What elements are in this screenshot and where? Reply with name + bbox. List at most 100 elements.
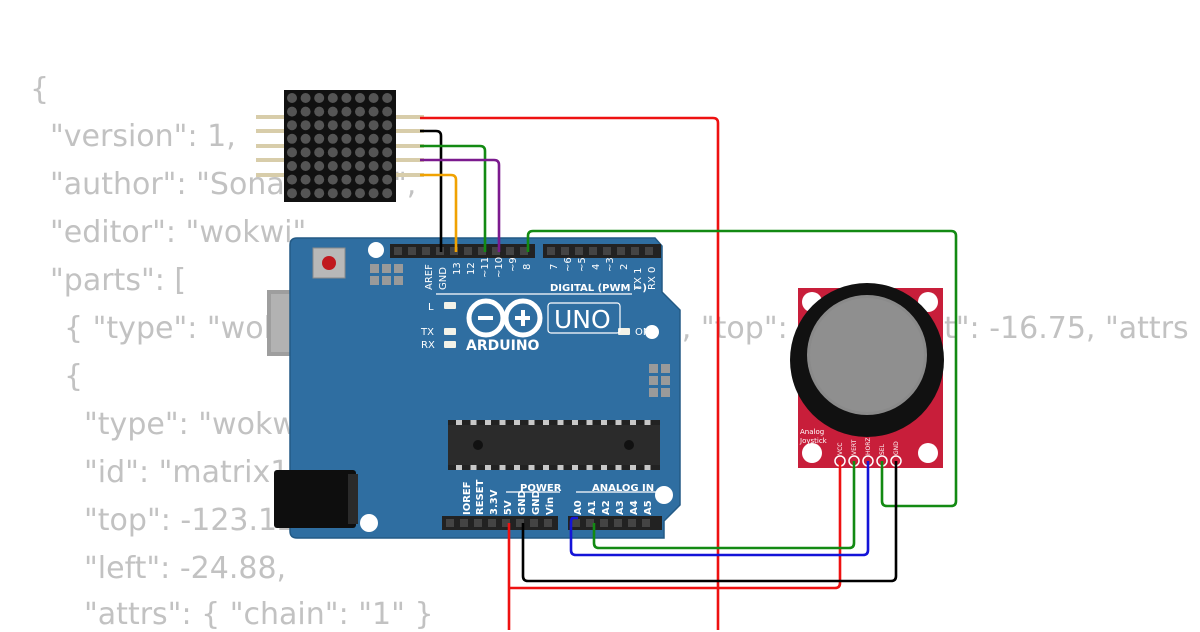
- matrix-led: [382, 188, 393, 199]
- matrix-led: [314, 93, 325, 103]
- icsp-pin: [382, 276, 391, 285]
- matrix-leds: [287, 93, 393, 199]
- pin-label: 8: [522, 264, 533, 270]
- pin-hole[interactable]: [474, 519, 482, 527]
- pin-hole[interactable]: [478, 247, 486, 255]
- matrix-led: [287, 161, 297, 171]
- matrix-led: [314, 120, 325, 131]
- pin-label: 12: [466, 262, 477, 275]
- matrix-body: [284, 90, 396, 202]
- arduino-uno[interactable]: AREF GND 13 12 ~11 ~10 ~9 8 7 ~6 ~5 4 ~3…: [267, 237, 681, 539]
- led-matrix[interactable]: [256, 90, 424, 202]
- pin-label: A5: [643, 500, 654, 515]
- chip-leg: [557, 420, 564, 426]
- wire-red-joystick-vcc[interactable]: [509, 461, 842, 590]
- pin-hole[interactable]: [631, 247, 639, 255]
- wire-green-matrix-din[interactable]: [420, 144, 487, 252]
- matrix-led: [314, 174, 325, 185]
- matrix-right-pins: [394, 115, 424, 177]
- power-pin-labels: IOREF RESET 3.3V 5V GND GND Vin: [462, 479, 556, 515]
- pin-hole[interactable]: [446, 519, 454, 527]
- pin-label: ~10: [494, 257, 505, 278]
- matrix-led: [327, 161, 338, 171]
- pin-hole[interactable]: [628, 519, 636, 527]
- reset-button-cap[interactable]: [322, 256, 336, 270]
- matrix-led: [287, 93, 297, 103]
- pin-hole[interactable]: [520, 247, 528, 255]
- pin-hole[interactable]: [561, 247, 569, 255]
- wire-black-matrix-gnd[interactable]: [420, 129, 443, 252]
- matrix-led: [355, 106, 365, 117]
- pin-hole[interactable]: [488, 519, 496, 527]
- pin-hole[interactable]: [544, 519, 552, 527]
- pin-label: VERT: [851, 439, 858, 455]
- matrix-led: [300, 174, 311, 185]
- wire-orange-matrix-clk[interactable]: [420, 173, 458, 252]
- arduino-brand: ARDUINO: [466, 338, 540, 354]
- chip-leg: [456, 464, 462, 470]
- pin-hole[interactable]: [617, 247, 625, 255]
- icsp-pin: [394, 276, 403, 285]
- pin-hole[interactable]: [600, 519, 608, 527]
- wire-black-joystick-gnd[interactable]: [521, 461, 898, 583]
- pin-label: SEL: [879, 443, 886, 455]
- chip-leg: [543, 464, 549, 470]
- pin-hole[interactable]: [572, 519, 580, 527]
- matrix-led: [341, 161, 352, 171]
- pin-hole[interactable]: [464, 247, 472, 255]
- pin-hole[interactable]: [589, 247, 597, 255]
- power-jack-edge: [348, 474, 358, 524]
- pin-label: ~5: [577, 257, 588, 272]
- pin-label: GND: [438, 267, 449, 290]
- pin-hole[interactable]: [614, 519, 622, 527]
- icsp-pin: [649, 376, 658, 385]
- led-rx: [444, 341, 456, 348]
- pin-label: GND: [517, 490, 528, 515]
- pin-hole[interactable]: [586, 519, 594, 527]
- pin-hole[interactable]: [575, 247, 583, 255]
- pin-hole[interactable]: [506, 247, 514, 255]
- matrix-led: [368, 133, 379, 144]
- matrix-led: [287, 174, 297, 185]
- wire-red-matrix-vcc[interactable]: [420, 116, 720, 630]
- pin-label: VCC: [837, 443, 844, 455]
- pin-hole[interactable]: [408, 247, 416, 255]
- joystick-knob-face[interactable]: [810, 298, 924, 412]
- joystick-label: Joystick: [799, 437, 828, 445]
- matrix-led: [341, 188, 352, 199]
- pin-label: A4: [629, 500, 640, 515]
- pin-hole[interactable]: [530, 519, 538, 527]
- pin-label: ~11: [480, 257, 491, 278]
- matrix-led: [300, 161, 311, 171]
- pin-label: GND: [893, 441, 900, 455]
- mounting-hole: [368, 242, 384, 258]
- chip-leg: [470, 464, 477, 470]
- digital-header-right: [543, 244, 661, 258]
- mounting-hole: [918, 292, 938, 312]
- reset-button[interactable]: [312, 247, 346, 279]
- matrix-led: [368, 120, 379, 131]
- pin-hole[interactable]: [422, 247, 430, 255]
- pin-hole[interactable]: [547, 247, 555, 255]
- pin-hole[interactable]: [492, 247, 500, 255]
- analog-joystick[interactable]: Analog Joystick VCC VERT HORZ SEL GND: [790, 283, 944, 468]
- icsp-header-right: [649, 364, 670, 397]
- pin-hole[interactable]: [642, 519, 650, 527]
- pin-label: 7: [549, 264, 560, 270]
- pin-hole[interactable]: [460, 519, 468, 527]
- pin-hole[interactable]: [502, 519, 510, 527]
- wires: [420, 116, 958, 630]
- pin-hole[interactable]: [394, 247, 402, 255]
- matrix-led: [382, 133, 393, 144]
- chip-leg: [644, 420, 651, 426]
- wire-green-vert[interactable]: [592, 461, 856, 550]
- pin-hole[interactable]: [450, 247, 458, 255]
- wire-green-sel[interactable]: [526, 229, 958, 508]
- chip-leg: [514, 464, 520, 470]
- pin-hole[interactable]: [516, 519, 524, 527]
- wire-blue-horz[interactable]: [569, 461, 870, 557]
- pin-hole[interactable]: [603, 247, 611, 255]
- wire-purple-matrix-cs[interactable]: [420, 158, 501, 252]
- pin-hole[interactable]: [645, 247, 653, 255]
